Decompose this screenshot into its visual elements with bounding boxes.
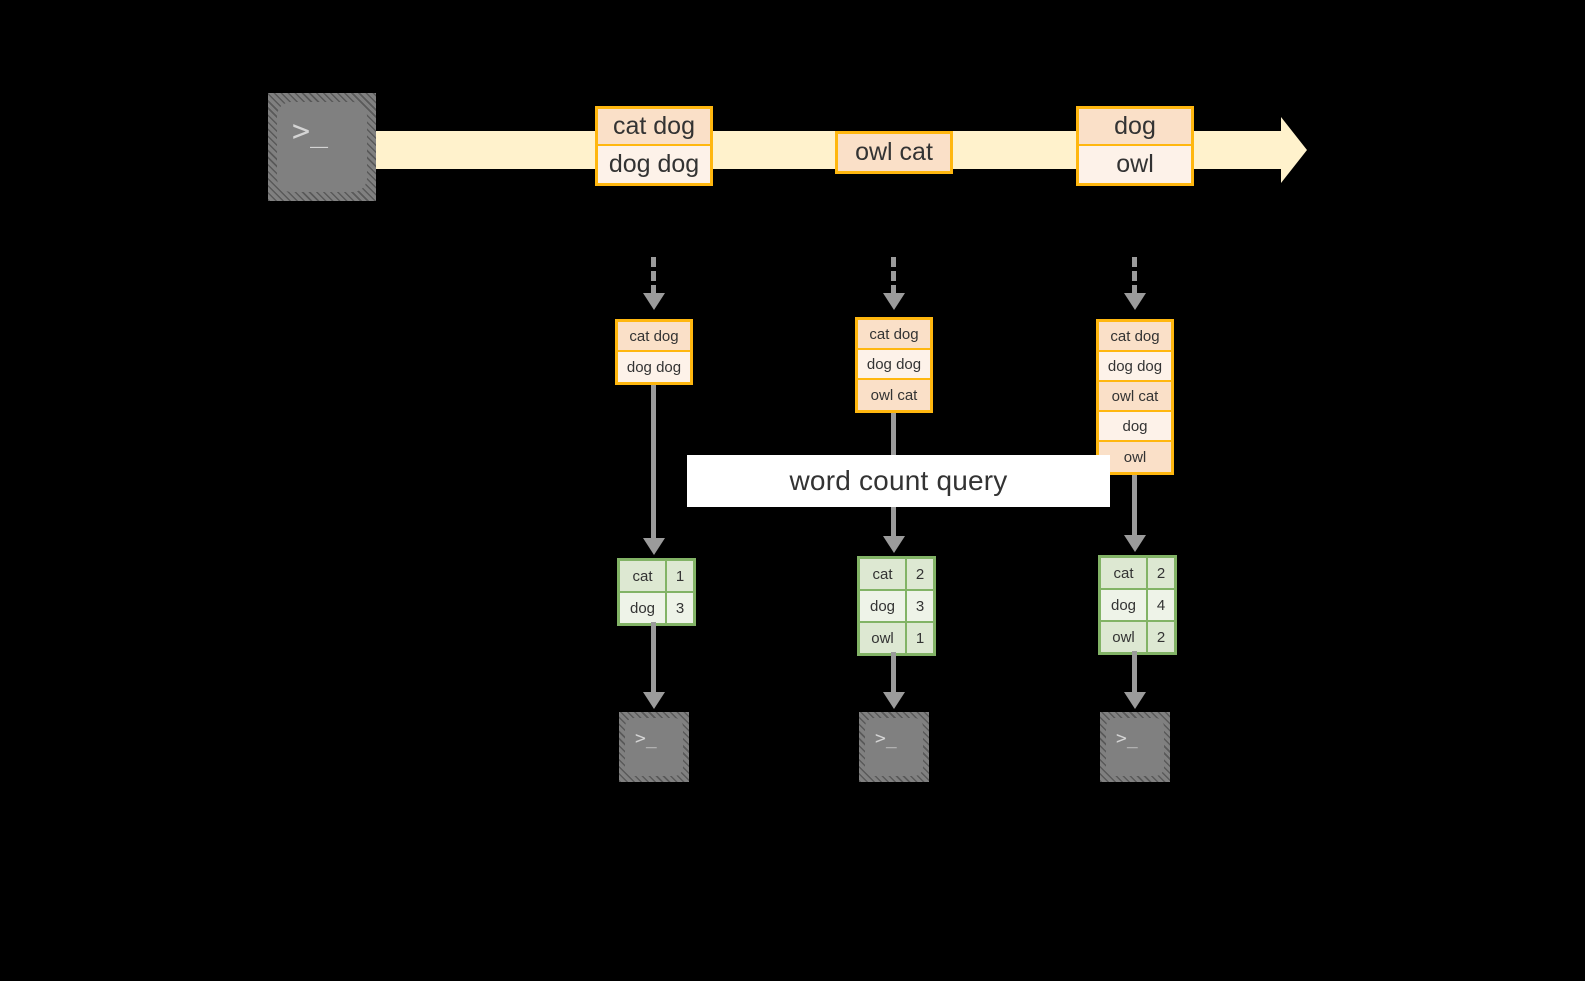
sink-arrowhead-2	[883, 692, 905, 709]
count-value: 3	[667, 593, 693, 623]
record-row: owl	[1099, 442, 1171, 472]
sink-terminal-icon-2[interactable]: >_	[859, 712, 929, 782]
snapshot-2-records[interactable]: cat dog dog dog owl cat	[855, 317, 933, 413]
record-row: dog dog	[858, 350, 930, 380]
count-word: dog	[620, 593, 667, 623]
query-arrowhead-3	[1124, 535, 1146, 552]
sink-connector-3	[1132, 651, 1137, 694]
terminal-screen	[865, 718, 923, 776]
query-arrowhead-2	[883, 536, 905, 553]
sink-terminal-icon-3[interactable]: >_	[1100, 712, 1170, 782]
record-row: dog dog	[1099, 352, 1171, 382]
query-label: word count query	[789, 465, 1008, 496]
stream-to-snapshot-arrowhead-3	[1124, 293, 1146, 310]
count-row: owl 2	[1101, 622, 1174, 652]
record-row: owl cat	[1099, 382, 1171, 412]
terminal-prompt-glyph: >_	[292, 114, 329, 149]
snapshot-3-records[interactable]: cat dog dog dog owl cat dog owl	[1096, 319, 1174, 475]
stream-line: dog	[1079, 109, 1191, 146]
terminal-prompt-glyph: >_	[1116, 728, 1138, 749]
query-label-band: word count query	[687, 455, 1110, 507]
query-connector-3	[1132, 475, 1137, 538]
count-word: dog	[1101, 590, 1148, 620]
record-row: cat dog	[1099, 322, 1171, 352]
count-value: 1	[667, 561, 693, 591]
stream-batch-3[interactable]: dog owl	[1076, 106, 1194, 186]
stream-to-snapshot-arrowhead-2	[883, 293, 905, 310]
count-value: 2	[1148, 622, 1174, 652]
count-row: owl 1	[860, 623, 933, 653]
stream-to-snapshot-arrowhead-1	[643, 293, 665, 310]
record-row: owl cat	[858, 380, 930, 410]
stream-batch-1[interactable]: cat dog dog dog	[595, 106, 713, 186]
terminal-screen	[277, 102, 367, 192]
stream-batch-2[interactable]: owl cat	[835, 131, 953, 174]
terminal-prompt-glyph: >_	[875, 728, 897, 749]
stream-line: dog dog	[598, 146, 710, 183]
sink-arrowhead-3	[1124, 692, 1146, 709]
count-word: cat	[620, 561, 667, 591]
count-row: dog 4	[1101, 590, 1174, 622]
count-value: 4	[1148, 590, 1174, 620]
sink-arrowhead-1	[643, 692, 665, 709]
terminal-screen	[625, 718, 683, 776]
sink-connector-2	[891, 652, 896, 694]
count-word: owl	[1101, 622, 1148, 652]
count-row: dog 3	[620, 593, 693, 623]
stream-to-snapshot-connector-2	[891, 257, 896, 295]
terminal-prompt-glyph: >_	[635, 728, 657, 749]
timeline-arrow-head	[1281, 117, 1307, 183]
stream-line: owl cat	[838, 134, 950, 171]
count-value: 2	[1148, 558, 1174, 588]
stream-line: cat dog	[598, 109, 710, 146]
count-row: dog 3	[860, 591, 933, 623]
snapshot-2-word-counts[interactable]: cat 2 dog 3 owl 1	[857, 556, 936, 656]
snapshot-3-word-counts[interactable]: cat 2 dog 4 owl 2	[1098, 555, 1177, 655]
count-word: cat	[1101, 558, 1148, 588]
sink-terminal-icon-1[interactable]: >_	[619, 712, 689, 782]
query-connector-1	[651, 385, 656, 540]
snapshot-1-records[interactable]: cat dog dog dog	[615, 319, 693, 385]
count-word: cat	[860, 559, 907, 589]
snapshot-1-word-counts[interactable]: cat 1 dog 3	[617, 558, 696, 626]
record-row: dog	[1099, 412, 1171, 442]
count-value: 2	[907, 559, 933, 589]
record-row: cat dog	[858, 320, 930, 350]
query-arrowhead-1	[643, 538, 665, 555]
count-word: owl	[860, 623, 907, 653]
stream-to-snapshot-connector-1	[651, 257, 656, 295]
count-row: cat 2	[1101, 558, 1174, 590]
stream-line: owl	[1079, 146, 1191, 183]
count-row: cat 1	[620, 561, 693, 593]
source-terminal-icon[interactable]: >_	[268, 93, 376, 201]
count-value: 1	[907, 623, 933, 653]
record-row: dog dog	[618, 352, 690, 382]
count-row: cat 2	[860, 559, 933, 591]
sink-connector-1	[651, 622, 656, 694]
count-value: 3	[907, 591, 933, 621]
count-word: dog	[860, 591, 907, 621]
stream-to-snapshot-connector-3	[1132, 257, 1137, 295]
record-row: cat dog	[618, 322, 690, 352]
terminal-screen	[1106, 718, 1164, 776]
